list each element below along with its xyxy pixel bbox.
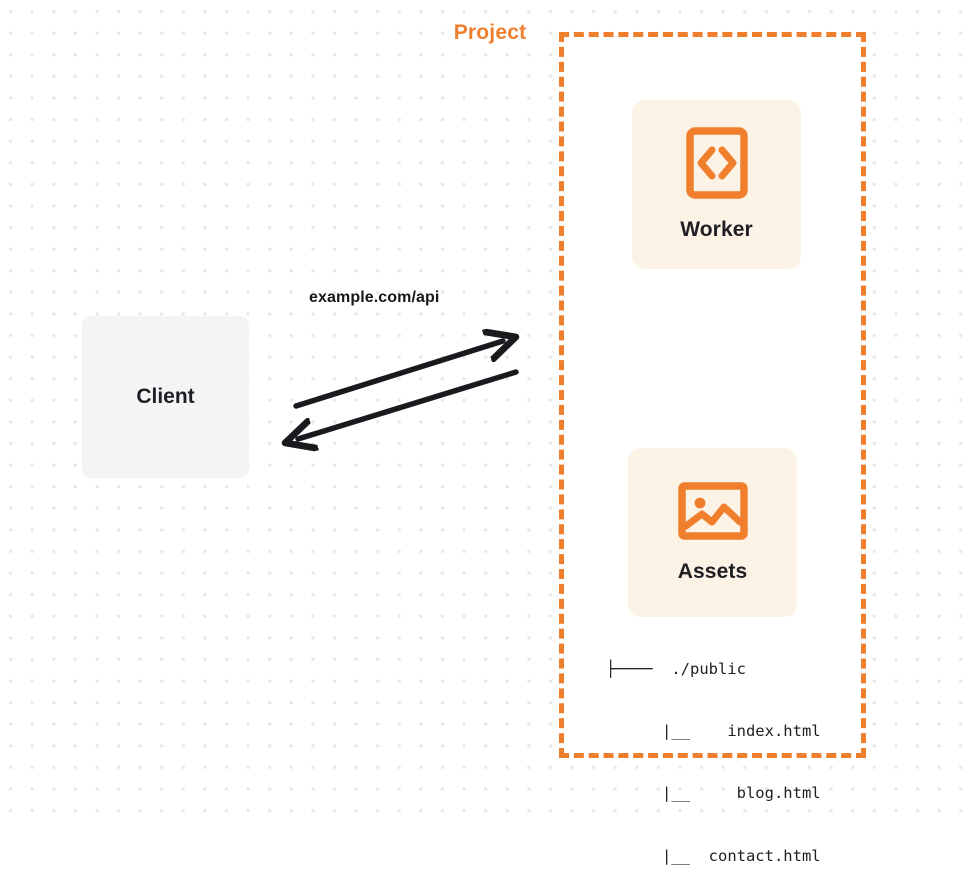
tree-row: |__ blog.html	[606, 784, 821, 803]
assets-label: Assets	[677, 560, 748, 583]
tree-row: ├──── ./public	[606, 659, 746, 678]
client-label: Client	[136, 385, 195, 408]
project-label: Project	[446, 21, 534, 45]
assets-card[interactable]: Assets	[628, 448, 797, 617]
tree-row: |__ contact.html	[606, 846, 821, 865]
tree-row: |__ index.html	[606, 721, 821, 740]
worker-label: Worker	[680, 218, 753, 241]
assets-file-tree: ├──── ./public |__ index.html |__ blog.h…	[606, 617, 821, 887]
code-brackets-icon	[685, 127, 748, 204]
worker-card[interactable]: Worker	[632, 100, 801, 269]
client-node[interactable]: Client	[82, 316, 249, 478]
image-picture-icon	[677, 481, 748, 546]
request-url-label: example.com/api	[309, 289, 440, 306]
